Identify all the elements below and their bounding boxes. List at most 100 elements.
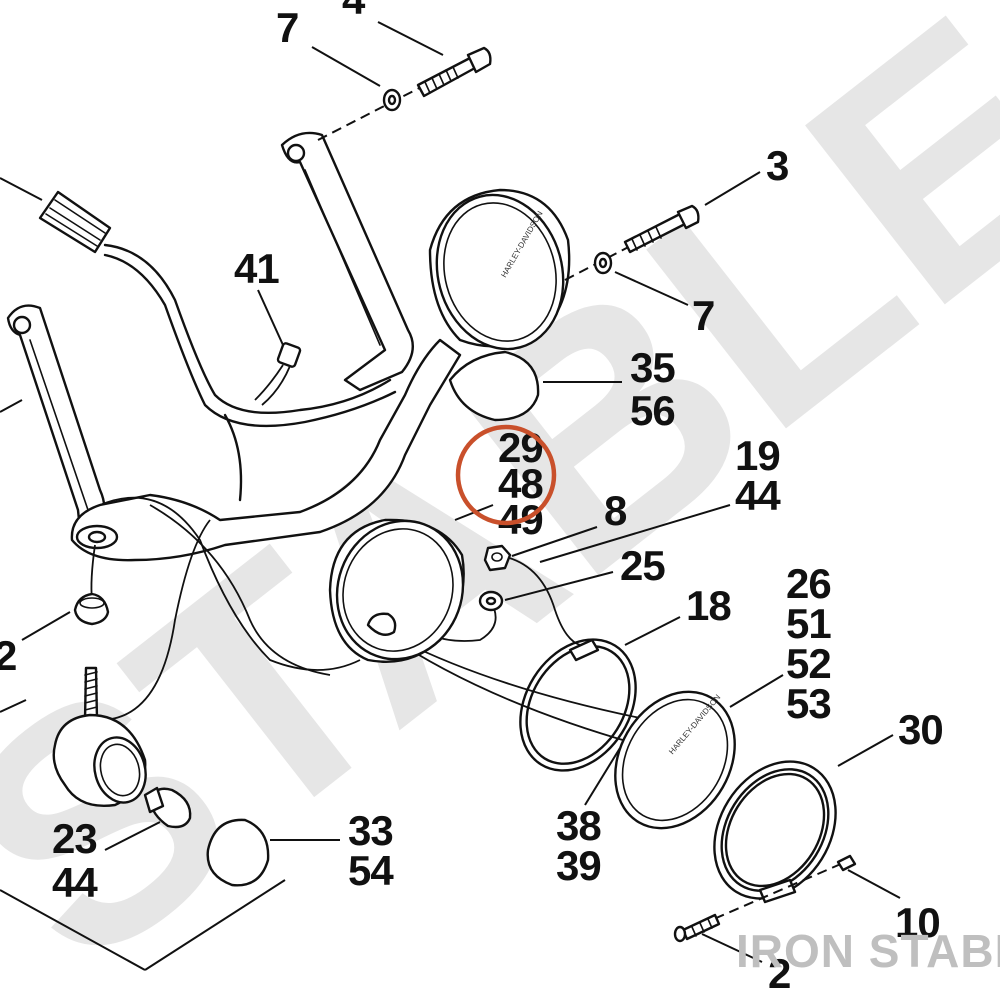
callout-33: 33 (348, 807, 393, 854)
callout-29: 29 (498, 424, 543, 471)
trim-ring-outer (713, 760, 837, 900)
wire-grommet-loop (494, 554, 581, 646)
washer-7-top-hole (387, 94, 397, 106)
signal-lens-33 (206, 818, 270, 887)
bolt-4-head (466, 46, 492, 74)
leader-18 (624, 616, 681, 646)
wire-across-to-headlamp (99, 496, 361, 671)
wire-signal-feed (149, 504, 331, 676)
harness-main-trunk-b (103, 253, 397, 428)
callout-23: 23 (52, 815, 97, 862)
headlamp-lens: HARLEY-DAVIDSON (614, 690, 736, 830)
bolt-4-assembly (317, 46, 492, 141)
bracket-crossbar (70, 338, 462, 562)
wire-headlamp-to-ring-b (399, 639, 651, 721)
leader-23 (104, 821, 161, 851)
ring-18-inner (525, 645, 631, 765)
leader-edge-bottom (0, 889, 146, 971)
small-connector-body (276, 342, 302, 368)
bolt-3-thread (631, 226, 662, 251)
leader-7-top (311, 46, 381, 87)
leader-30 (837, 734, 894, 767)
callout-35: 35 (630, 344, 675, 391)
bracket-right-edge (304, 169, 381, 346)
callout-39: 39 (556, 842, 601, 889)
callout-2-bottom: 2 (768, 950, 790, 997)
callout-10: 10 (895, 899, 940, 946)
signal-grommet-top (79, 597, 105, 609)
signal-stud-thread (84, 671, 98, 711)
leader-2-bottom (701, 933, 763, 963)
callout-56: 56 (630, 387, 675, 434)
callout-2-left: 2 (0, 632, 16, 679)
bolt-3-head (676, 204, 700, 230)
connector-ribs (45, 199, 106, 247)
leader-7-right (614, 271, 689, 306)
screw-10 (836, 854, 857, 872)
signal-lens-dome (206, 818, 270, 887)
callout-44-bottom: 44 (52, 859, 98, 906)
leader-19 (539, 504, 731, 563)
retaining-ring-18 (519, 638, 637, 772)
bracket-right-hole (286, 143, 306, 163)
callout-51: 51 (786, 600, 831, 647)
small-connector (254, 342, 302, 406)
grommet-8 (483, 544, 512, 572)
harness-main-trunk (103, 243, 392, 415)
callout-7-top: 7 (276, 4, 298, 51)
leader-26 (729, 674, 784, 708)
signal-housing-mouth-inner (99, 743, 141, 797)
callout-26: 26 (786, 560, 831, 607)
lens-inner (621, 698, 729, 822)
leader-edge-top-left (0, 177, 43, 201)
bulb-base (143, 786, 165, 814)
signal-grommet (73, 592, 110, 626)
spotlight-lens-inner (443, 202, 557, 342)
highlight-circle (455, 424, 557, 526)
leader-edge-mid-left (0, 399, 23, 413)
callout-48: 48 (498, 460, 543, 507)
connector-body (38, 190, 112, 254)
leader-8 (511, 526, 598, 557)
trim-ring-mid (720, 768, 830, 892)
wire-to-lamp-back (99, 519, 211, 721)
leader-38 (584, 747, 621, 806)
bolt-4-shank (416, 56, 477, 98)
callout-7-right: 7 (692, 292, 714, 339)
bracket-right-arm (280, 131, 414, 392)
callout-41: 41 (234, 245, 279, 292)
spotlight-lens (435, 193, 565, 351)
grommet-8-hole (491, 552, 503, 562)
callout-3: 3 (766, 142, 788, 189)
leader-2-left (21, 611, 71, 641)
bracket-left-hole (12, 315, 32, 335)
screw-2-centerline (699, 859, 851, 926)
grommet-25-hole (485, 596, 497, 606)
bracket-mount-hole (87, 530, 107, 544)
callout-38: 38 (556, 802, 601, 849)
wiring-harness (38, 190, 651, 746)
bolt-4-thread (424, 66, 459, 94)
leader-10 (847, 869, 901, 899)
leader-3 (704, 171, 761, 206)
washer-7-right-hole (598, 257, 608, 269)
mounting-bracket (6, 131, 462, 562)
callout-19: 19 (735, 432, 780, 479)
headlamp-socket (366, 612, 397, 636)
callout-labels: 4 7 3 7 41 35 56 29 48 49 19 44 8 25 18 … (0, 0, 944, 997)
leader-25 (504, 571, 614, 601)
trim-ring-inner (724, 772, 826, 888)
leader-lines (0, 21, 901, 971)
brand-logo-text: IRON STABLE (736, 925, 1000, 977)
callout-30: 30 (898, 706, 943, 753)
screw-2-thread (691, 918, 713, 937)
headlamp-assembly (328, 518, 512, 663)
ring-18-outer (519, 638, 637, 772)
small-connector-wires (254, 364, 291, 406)
screw-2-assembly (673, 854, 857, 943)
headlamp-bucket-inner (342, 528, 454, 652)
callout-44-top: 44 (735, 472, 781, 519)
leader-edge-bottom-b (144, 879, 286, 971)
screw-2-head (673, 925, 687, 943)
